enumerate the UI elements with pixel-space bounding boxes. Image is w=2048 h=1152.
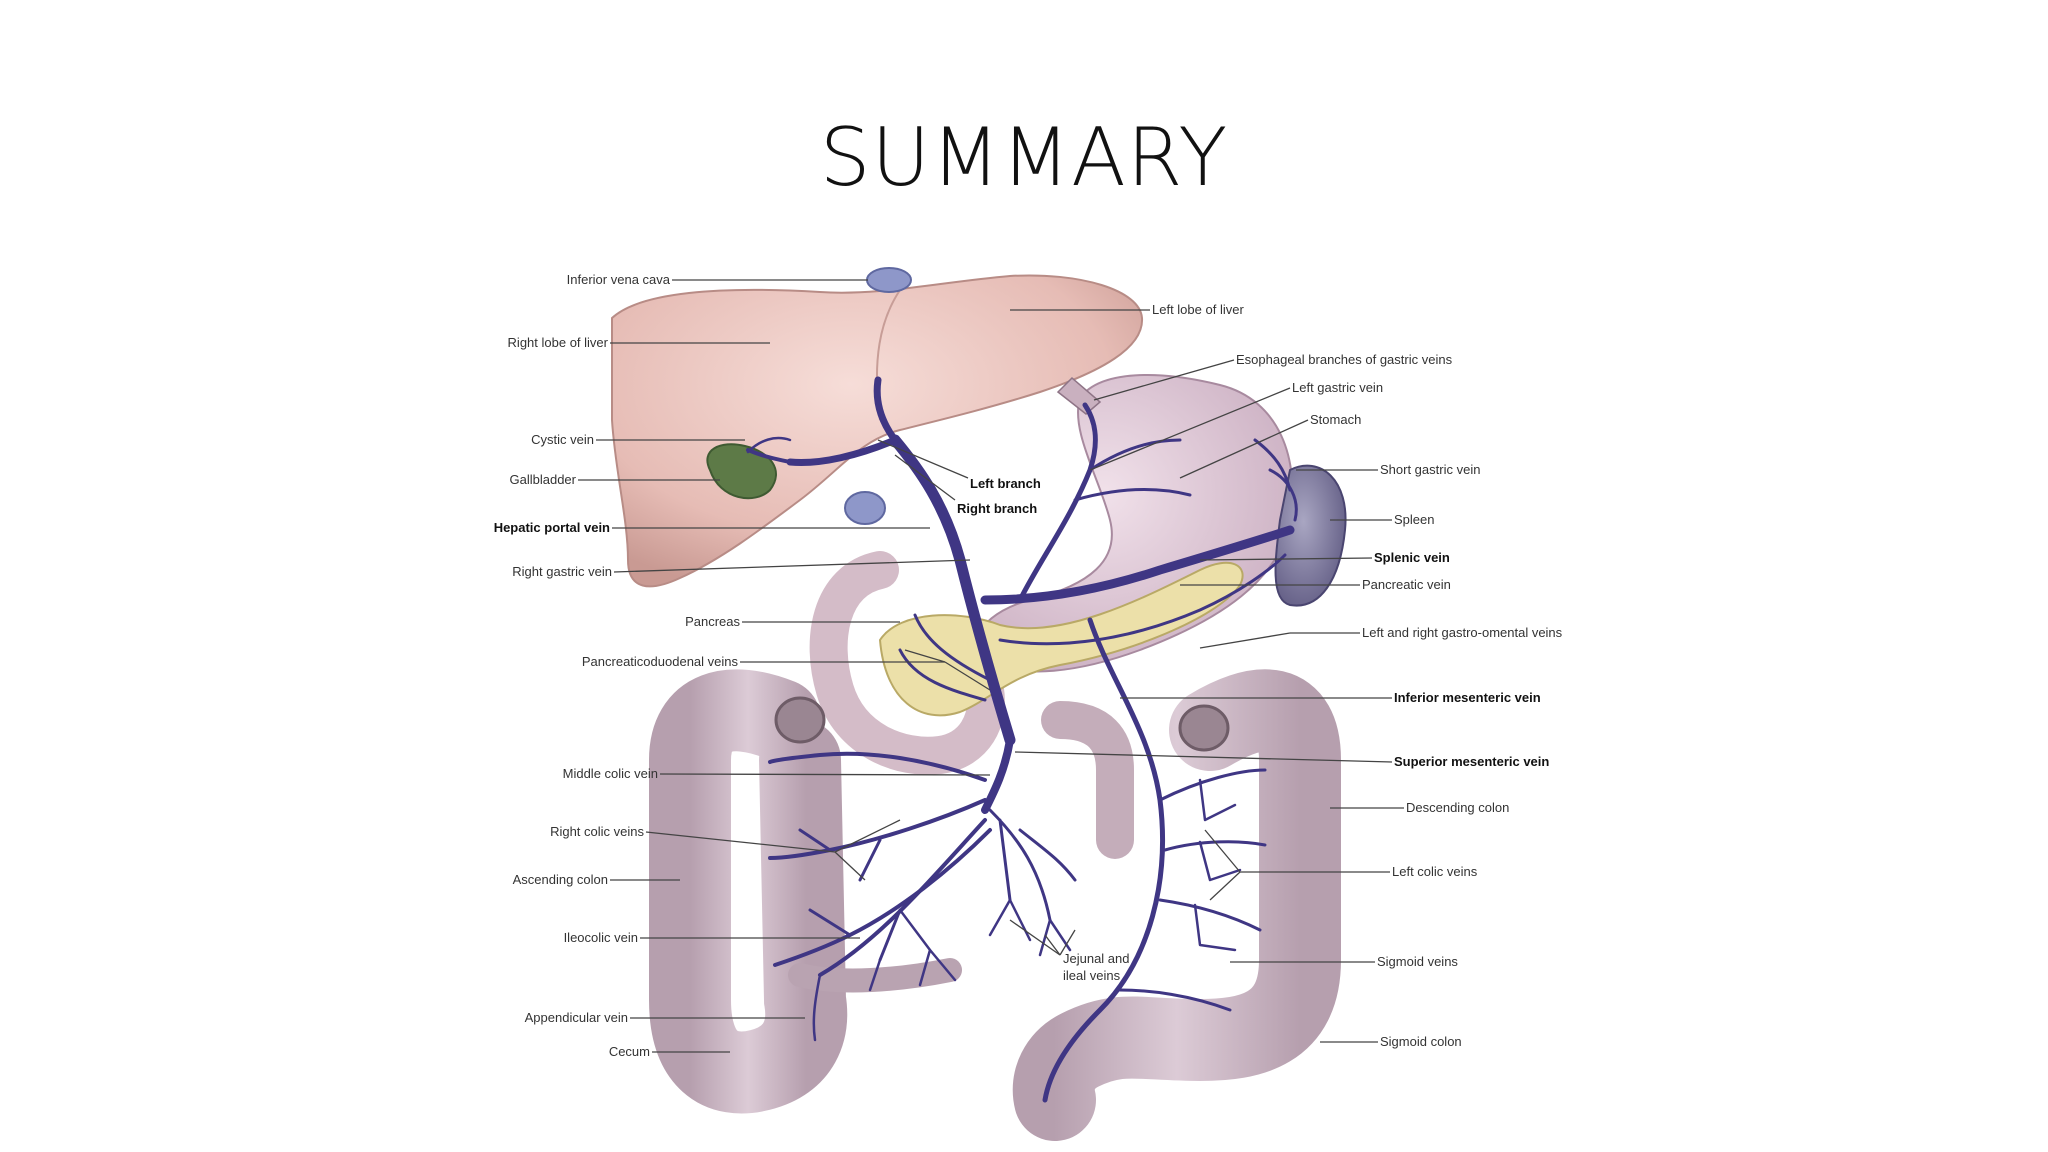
label-right-gastric-vein: Right gastric vein <box>512 564 612 579</box>
label-gastro-omental-veins: Left and right gastro-omental veins <box>1362 625 1563 640</box>
label-jejunal-ileal-line2: ileal veins <box>1063 968 1121 983</box>
diagram-labels: Inferior vena cava Right lobe of liver C… <box>494 272 1563 1059</box>
terminal-ileum-shape <box>788 958 962 993</box>
slide-title: SUMMARY <box>819 111 1229 204</box>
label-left-colic-veins: Left colic veins <box>1392 864 1478 879</box>
ascending-colon-lumen <box>774 696 826 744</box>
label-stomach: Stomach <box>1310 412 1361 427</box>
label-gallbladder: Gallbladder <box>510 472 577 487</box>
label-cecum: Cecum <box>609 1044 650 1059</box>
leader-lines <box>578 279 1404 1053</box>
label-descending-colon: Descending colon <box>1406 800 1509 815</box>
label-esophageal-branches: Esophageal branches of gastric veins <box>1236 352 1453 367</box>
label-sigmoid-colon: Sigmoid colon <box>1380 1034 1462 1049</box>
inferior-vena-cava-shape <box>866 267 912 293</box>
label-left-gastric-vein: Left gastric vein <box>1292 380 1383 395</box>
duodenum-shape <box>809 551 1005 775</box>
label-left-lobe-of-liver: Left lobe of liver <box>1152 302 1244 317</box>
label-appendicular-vein: Appendicular vein <box>525 1010 628 1025</box>
label-splenic-vein: Splenic vein <box>1374 550 1450 565</box>
label-superior-mesenteric-vein: Superior mesenteric vein <box>1394 754 1549 769</box>
label-spleen: Spleen <box>1394 512 1434 527</box>
esophagus-shape <box>1056 376 1102 415</box>
label-inferior-mesenteric-vein: Inferior mesenteric vein <box>1394 690 1541 705</box>
label-inferior-vena-cava: Inferior vena cava <box>567 272 671 287</box>
label-right-lobe-of-liver: Right lobe of liver <box>508 335 609 350</box>
pancreas-shape <box>878 561 1244 717</box>
label-pancreatic-vein: Pancreatic vein <box>1362 577 1451 592</box>
small-intestine-segment-shape <box>1041 701 1134 859</box>
label-right-branch: Right branch <box>957 501 1037 516</box>
descending-colon-lumen <box>1178 704 1230 752</box>
label-middle-colic-vein: Middle colic vein <box>563 766 658 781</box>
label-left-branch: Left branch <box>970 476 1041 491</box>
label-ascending-colon: Ascending colon <box>513 872 608 887</box>
ascending-colon-shape <box>649 669 848 1114</box>
label-pancreaticoduodenal-veins: Pancreaticoduodenal veins <box>582 654 739 669</box>
liver-shape <box>611 274 1144 588</box>
label-jejunal-ileal-line1: Jejunal and <box>1063 951 1130 966</box>
label-pancreas: Pancreas <box>685 614 740 629</box>
label-short-gastric-vein: Short gastric vein <box>1380 462 1480 477</box>
spleen-shape <box>1274 464 1347 607</box>
descending-colon-shape <box>1012 669 1341 1141</box>
label-ileocolic-vein: Ileocolic vein <box>564 930 638 945</box>
label-hepatic-portal-vein: Hepatic portal vein <box>494 520 610 535</box>
gallbladder-shape <box>706 443 777 500</box>
ivc-lower-shape <box>844 491 886 525</box>
label-sigmoid-veins: Sigmoid veins <box>1377 954 1458 969</box>
label-cystic-vein: Cystic vein <box>531 432 594 447</box>
label-right-colic-veins: Right colic veins <box>550 824 644 839</box>
